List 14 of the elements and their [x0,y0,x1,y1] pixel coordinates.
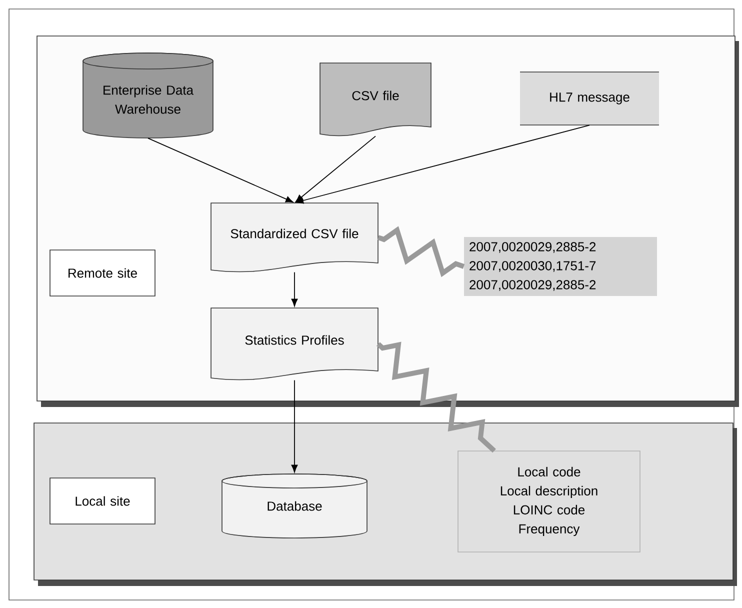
data-rows-box: 2007,0020029,2885-2 2007,0020030,1751-7 2007,0020029,2885-2 [464,237,657,296]
site-label-box: Remote site [50,250,156,296]
arrow [291,272,298,306]
info-box: Local code Local description LOINC code Frequency [458,450,640,552]
arrow [296,124,590,204]
database-cylinder: Enterprise Data Warehouse [82,52,214,138]
arrow [148,138,294,203]
lightning-bolt [377,226,465,278]
site-label-box: Local site [50,478,156,524]
arrow [295,136,376,202]
lightning-bolt [376,342,496,453]
message-box: HL7 message [520,72,660,126]
database-cylinder: Database [222,474,368,538]
arrow [291,380,298,472]
